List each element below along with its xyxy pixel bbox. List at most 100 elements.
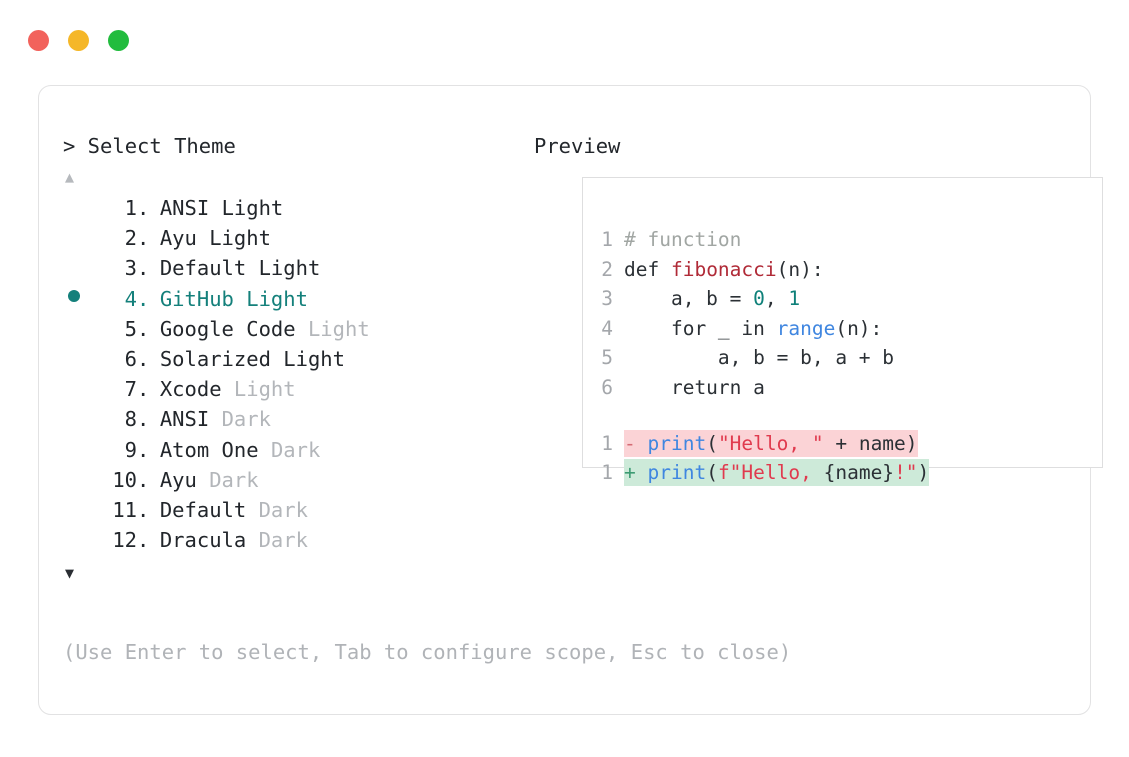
code-token: 0: [753, 287, 765, 310]
theme-item-separator: .: [137, 256, 150, 281]
theme-item-index: 7: [124, 377, 137, 402]
code-token: a, b = b, a + b: [624, 346, 895, 369]
theme-item-index: 2: [124, 226, 137, 251]
theme-item-space: [296, 314, 308, 344]
code-gap: [595, 402, 1096, 427]
theme-list-item[interactable]: 2.Ayu Light: [63, 223, 533, 253]
code-token: def: [624, 257, 671, 281]
code-line-number: 1: [601, 228, 613, 251]
theme-item-separator: .: [137, 286, 150, 311]
diff-line-text: - print("Hello, " + name): [624, 427, 918, 460]
theme-list-item[interactable]: 9.Atom One Dark: [63, 435, 533, 465]
theme-list-item[interactable]: 8.ANSI Dark: [63, 404, 533, 434]
theme-list-item[interactable]: 4.GitHub Light: [63, 284, 533, 314]
theme-list-item[interactable]: 1.ANSI Light: [63, 193, 533, 223]
theme-item-variant: Light: [307, 316, 370, 341]
diff-sign: -: [624, 431, 648, 455]
theme-item-index: 6: [124, 346, 137, 371]
code-token: !": [894, 461, 918, 484]
code-line-number: 5: [601, 346, 613, 369]
theme-item-space: [259, 435, 271, 465]
theme-item-variant: Dark: [258, 528, 308, 553]
code-line: 1 # function: [595, 225, 1096, 255]
theme-item-name: Xcode: [159, 377, 222, 402]
diff-line-removed: 1- print("Hello, " + name): [595, 427, 1096, 457]
code-line-number: 2: [601, 257, 613, 281]
theme-item-separator: .: [137, 497, 150, 522]
theme-list-item[interactable]: 12.Dracula Dark: [63, 525, 533, 555]
code-token: fibonacci: [670, 257, 777, 281]
theme-list-item[interactable]: 10.Ayu Dark: [63, 465, 533, 495]
theme-item-space: [246, 525, 258, 555]
code-line-text: return a: [624, 373, 765, 403]
theme-item-separator: .: [137, 346, 150, 371]
code-line: 4 for _ in range(n):: [595, 314, 1096, 344]
diff-sign: +: [624, 461, 648, 484]
scroll-down-icon[interactable]: ▼: [65, 564, 75, 583]
theme-list-item[interactable]: 7.Xcode Light: [63, 374, 533, 404]
window-maximize-button[interactable]: [108, 30, 129, 51]
code-token: "Hello, ": [717, 431, 824, 455]
code-line: 6 return a: [595, 373, 1096, 403]
code-line: 3 a, b = 0, 1: [595, 284, 1096, 314]
window-minimize-button[interactable]: [68, 30, 89, 51]
theme-item-variant: Dark: [258, 497, 308, 522]
code-token: print: [647, 461, 707, 484]
theme-item-space: [197, 465, 209, 495]
theme-item-variant: Dark: [270, 437, 321, 462]
scroll-up-icon[interactable]: ▲: [65, 168, 75, 186]
code-token: f"Hello,: [717, 461, 824, 484]
theme-item-index: 8: [124, 407, 137, 432]
theme-item-index: 11: [112, 497, 137, 522]
code-token: (: [706, 431, 718, 455]
theme-item-separator: .: [137, 437, 150, 462]
theme-list-item[interactable]: 5.Google Code Light: [63, 314, 533, 344]
theme-item-space: [209, 193, 221, 223]
theme-item-space: [234, 284, 246, 314]
theme-item-name: Solarized: [159, 346, 271, 371]
theme-item-name: Google Code: [159, 316, 296, 341]
code-token: return a: [624, 375, 765, 399]
code-token: ,: [764, 287, 789, 310]
code-token: range: [776, 316, 836, 340]
theme-item-name: GitHub: [159, 286, 234, 311]
code-line-text: a, b = 0, 1: [624, 284, 800, 314]
theme-item-name: Default: [159, 497, 247, 522]
code-token: 1: [788, 287, 801, 310]
code-token: (n):: [835, 316, 883, 340]
code-token: for _ in: [624, 316, 777, 340]
theme-item-variant: Light: [221, 196, 284, 220]
theme-item-space: [222, 374, 234, 404]
theme-item-variant: Light: [209, 226, 271, 251]
theme-item-index: 10: [112, 467, 137, 492]
code-token: # function: [624, 228, 742, 251]
theme-item-name: Ayu: [159, 467, 197, 492]
code-token: + name): [823, 431, 918, 455]
theme-item-space: [209, 404, 221, 434]
theme-list-item[interactable]: 6.Solarized Light: [63, 344, 533, 374]
theme-item-name: Default: [159, 256, 247, 281]
preview-title: Preview: [534, 134, 621, 158]
selected-bullet-icon: [68, 289, 80, 302]
theme-item-index: 5: [124, 316, 137, 341]
code-token: (: [706, 461, 718, 484]
code-line-text: def fibonacci(n):: [624, 255, 824, 285]
code-line-text: for _ in range(n):: [624, 314, 882, 344]
diff-line-added: 1+ print(f"Hello, {name}!"): [595, 457, 1096, 486]
theme-item-name: Atom One: [159, 437, 259, 462]
theme-item-index: 12: [112, 528, 137, 553]
theme-list-item[interactable]: 3.Default Light: [63, 253, 533, 283]
theme-item-name: ANSI: [159, 407, 210, 432]
code-line: 2 def fibonacci(n):: [595, 255, 1096, 285]
theme-list-item[interactable]: 11. Default Dark: [63, 495, 533, 525]
window-close-button[interactable]: [28, 30, 49, 51]
theme-item-separator: .: [137, 407, 150, 432]
window-titlebar: [28, 30, 129, 51]
code-line: 5 a, b = b, a + b: [595, 343, 1096, 373]
theme-item-index: 3: [124, 256, 137, 281]
theme-item-space: [246, 495, 258, 525]
